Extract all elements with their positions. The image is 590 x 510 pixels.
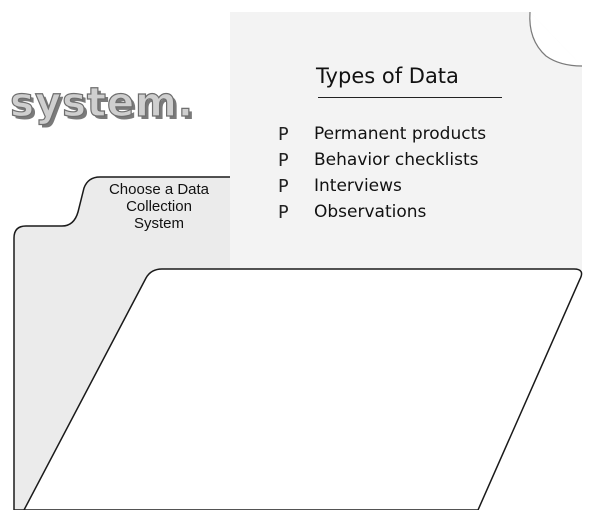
folder-tab-label: Choose a Data Collection System bbox=[88, 181, 230, 232]
list-item: P Permanent products bbox=[278, 121, 486, 147]
tab-label-line: Choose a Data bbox=[108, 181, 210, 198]
list-item-text: Permanent products bbox=[314, 124, 487, 144]
bullet-icon: P bbox=[278, 201, 289, 223]
paper-dog-ear bbox=[529, 11, 583, 67]
data-types-list: P Permanent products P Behavior checklis… bbox=[278, 121, 486, 225]
title-underline bbox=[318, 97, 502, 98]
bullet-icon: P bbox=[278, 123, 289, 145]
bullet-icon: P bbox=[278, 149, 289, 171]
folder-front-panel bbox=[23, 268, 583, 510]
tab-label-line: System bbox=[133, 215, 184, 232]
tab-label-line: Collection bbox=[126, 198, 192, 215]
list-item: P Observations bbox=[278, 199, 486, 225]
list-item: P Behavior checklists bbox=[278, 147, 486, 173]
paper-sheet bbox=[230, 12, 582, 270]
list-item: P Interviews bbox=[278, 173, 486, 199]
list-item-text: Observations bbox=[314, 202, 427, 222]
paper-title: Types of Data bbox=[316, 64, 459, 88]
headline-text: n system. bbox=[0, 79, 194, 126]
bullet-icon: P bbox=[278, 175, 289, 197]
list-item-text: Behavior checklists bbox=[314, 150, 479, 170]
list-item-text: Interviews bbox=[314, 176, 402, 196]
